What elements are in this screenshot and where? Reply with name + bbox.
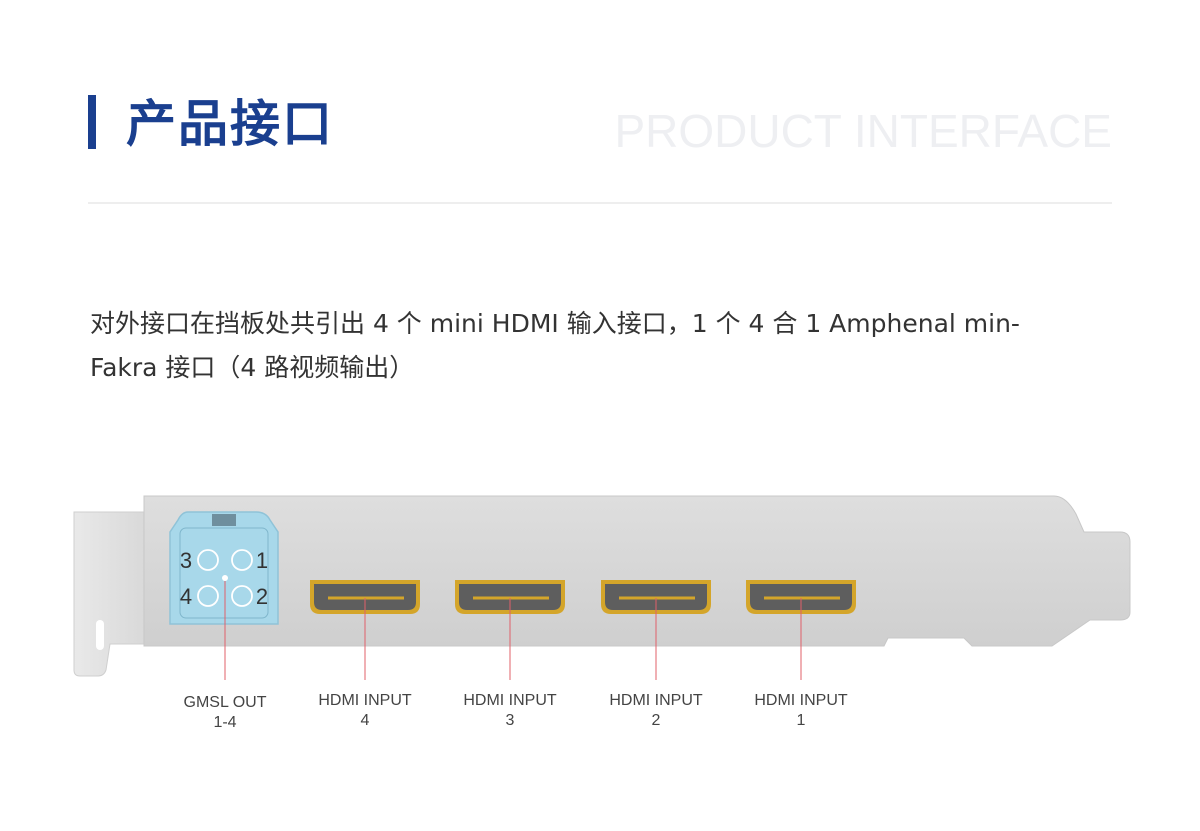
label-gmsl-out: GMSL OUT xyxy=(184,694,267,711)
label-hdmi-input-3: HDMI INPUT xyxy=(463,692,557,709)
description: 对外接口在挡板处共引出 4 个 mini HDMI 输入接口，1 个 4 合 1… xyxy=(90,302,1120,390)
label-hdmi-input-3-num: 3 xyxy=(506,712,515,729)
label-gmsl-out-range: 1-4 xyxy=(213,714,236,731)
label-hdmi-input-1: HDMI INPUT xyxy=(754,692,848,709)
title-accent-bar xyxy=(88,95,96,149)
label-hdmi-input-1-num: 1 xyxy=(797,712,806,729)
fakra-pin-2 xyxy=(231,585,253,607)
description-line-2: Fakra 接口（4 路视频输出） xyxy=(90,353,415,382)
io-bracket-diagram: 3 1 4 2 GMSL OUT 1-4 HDMI INPUT 4 HDMI I… xyxy=(73,495,1131,731)
header-divider xyxy=(88,202,1112,204)
hdmi-port-1 xyxy=(746,580,856,614)
hdmi-port-4 xyxy=(310,580,420,614)
fakra-pin-1 xyxy=(231,549,253,571)
hdmi-port-2 xyxy=(601,580,711,614)
page-title: 产品接口 xyxy=(126,95,334,153)
bracket-flange xyxy=(73,511,145,677)
fakra-connector: 3 1 4 2 xyxy=(169,511,279,625)
fakra-pin-3 xyxy=(197,549,219,571)
flange-slot xyxy=(96,620,104,650)
pin-label-1: 1 xyxy=(256,548,268,573)
description-line-1: 对外接口在挡板处共引出 4 个 mini HDMI 输入接口，1 个 4 合 1… xyxy=(90,309,1020,338)
label-hdmi-input-2-num: 2 xyxy=(652,712,661,729)
hdmi-port-3 xyxy=(455,580,565,614)
bracket-body xyxy=(143,495,1131,647)
pin-label-2: 2 xyxy=(256,584,268,609)
label-hdmi-input-4: HDMI INPUT xyxy=(318,692,412,709)
fakra-pin-4 xyxy=(197,585,219,607)
page-title-watermark: PRODUCT INTERFACE xyxy=(614,105,1112,157)
label-hdmi-input-4-num: 4 xyxy=(361,712,370,729)
pin-label-3: 3 xyxy=(180,548,192,573)
pin-label-4: 4 xyxy=(180,584,192,609)
label-hdmi-input-2: HDMI INPUT xyxy=(609,692,703,709)
fakra-center-dot xyxy=(222,575,228,581)
